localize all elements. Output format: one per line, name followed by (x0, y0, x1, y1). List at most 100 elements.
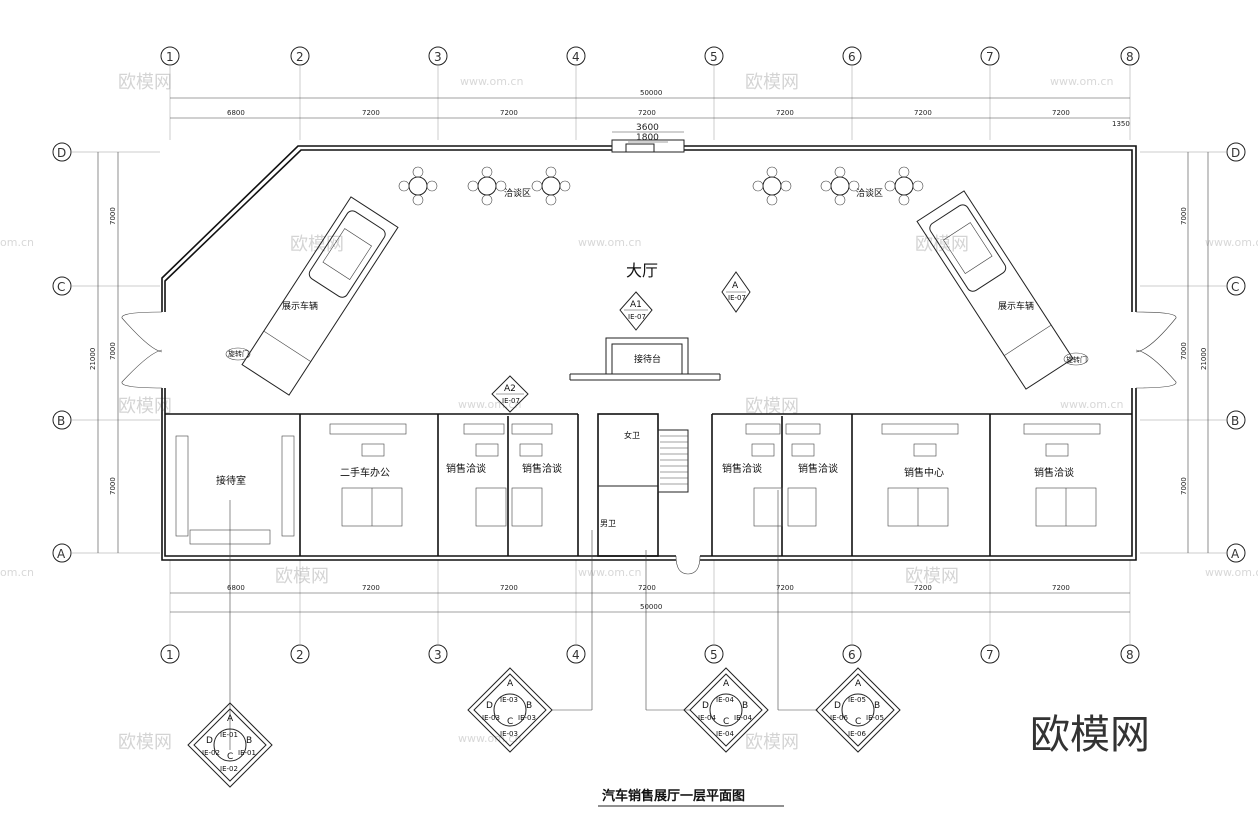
watermark-logo: 欧模网 (275, 566, 329, 587)
dim-text: 7200 (362, 584, 380, 592)
key-ref: IE-06 (830, 714, 848, 722)
axis-bubbles-left: D C B A (52, 142, 72, 563)
dimension-bottom: 6800 7200 7200 7200 7200 7200 7200 50000 (170, 584, 1130, 613)
watermark-layer: 欧模网 欧模网 www.om.cn www.om.cn 欧模网 欧模网 www.… (0, 72, 1258, 753)
section-marker-a2: A2 IE-07 (491, 375, 529, 413)
marker-ref: IE-07 (728, 294, 746, 302)
key-letter: A (723, 679, 730, 689)
dim-text: 1350 (1112, 120, 1130, 128)
axis-label: A (57, 547, 66, 561)
room-label-reception-room: 接待室 (216, 474, 246, 487)
axis-label: C (57, 280, 65, 294)
axis-bubble (842, 46, 862, 66)
axis-label: 6 (848, 648, 856, 662)
elevation-key-2: A B C D IE-03 IE-03 IE-03 IE-03 (467, 667, 553, 753)
axis-label: 1 (166, 50, 174, 64)
label-display-car-left: 展示车辆 (282, 300, 318, 312)
watermark-logo: 欧模网 (118, 732, 172, 753)
key-ref: IE-02 (202, 749, 220, 757)
axis-bubble (1120, 46, 1140, 66)
axis-label: 4 (572, 50, 580, 64)
axis-label: A (1231, 547, 1240, 561)
room-label-hall: 大厅 (626, 261, 658, 280)
marker-ref: IE-07 (502, 397, 520, 405)
room-label-sales-talk: 销售洽谈 (1034, 466, 1074, 479)
watermark-logo: 欧模网 (915, 234, 969, 255)
axis-bubble (842, 644, 862, 664)
watermark-url: www.om.cn (1205, 566, 1258, 579)
axis-bubbles-top: 1 2 3 4 5 6 7 8 (160, 46, 1140, 66)
watermark-logo: 欧模网 (118, 72, 172, 93)
watermark-url: om.cn (0, 236, 34, 249)
watermark-logo: 欧模网 (745, 72, 799, 93)
room-label-sales-center: 销售中心 (904, 466, 944, 479)
key-letter: C (723, 717, 729, 727)
brand-logo: 欧模网 (1030, 712, 1150, 758)
axis-label: 3 (434, 648, 442, 662)
key-ref: IE-03 (482, 714, 500, 722)
axis-label: B (1231, 414, 1239, 428)
dim-text: 7200 (776, 584, 794, 592)
dim-text: 7200 (500, 584, 518, 592)
axis-label: D (1231, 146, 1240, 160)
dim-text: 50000 (640, 89, 662, 97)
watermark-logo: 欧模网 (905, 566, 959, 587)
key-ref: IE-01 (220, 731, 238, 739)
key-ref: IE-05 (866, 714, 884, 722)
axis-label: 2 (296, 50, 304, 64)
reception-desk-drawing (569, 337, 721, 381)
elevation-key-3: A B C D IE-04 IE-04 IE-04 IE-04 (683, 667, 769, 753)
dim-text: 7200 (500, 109, 518, 117)
key-ref: IE-03 (500, 696, 518, 704)
key-letter: B (742, 701, 748, 711)
dim-text: 1800 (636, 133, 659, 143)
axis-bubble (566, 46, 586, 66)
key-ref: IE-03 (500, 730, 518, 738)
dim-text: 7200 (914, 109, 932, 117)
room-label-negotiation-right: 洽谈区 (856, 187, 883, 199)
axis-bubble (428, 644, 448, 664)
room-label-womens-wc: 女卫 (624, 430, 640, 440)
axis-bubble (428, 46, 448, 66)
axis-label: 3 (434, 50, 442, 64)
dim-text: 7000 (109, 342, 117, 360)
axis-label: 5 (710, 648, 718, 662)
dim-text: 6800 (227, 109, 245, 117)
marker-letter: A (732, 281, 739, 291)
key-letter: D (206, 736, 213, 746)
key-ref: IE-04 (716, 730, 734, 738)
room-label-used-car-office: 二手车办公 (340, 466, 390, 479)
axis-bubble (980, 644, 1000, 664)
watermark-url: www.om.cn (1050, 75, 1113, 88)
grid-lines (72, 66, 1226, 644)
axis-bubble (1120, 644, 1140, 664)
drawing-title: 汽车销售展厅一层平面图 (602, 788, 745, 804)
axis-label: B (57, 414, 65, 428)
axis-bubbles-right: D C B A (1226, 142, 1246, 563)
office-furniture (175, 423, 1101, 750)
axis-label: 8 (1126, 50, 1134, 64)
key-letter: B (526, 701, 532, 711)
key-letter: B (874, 701, 880, 711)
dim-text: 7200 (638, 584, 656, 592)
dim-text: 7000 (1180, 207, 1188, 225)
room-label-negotiation-left: 洽谈区 (504, 187, 531, 199)
key-ref: IE-03 (518, 714, 536, 722)
axis-label: 1 (166, 648, 174, 662)
axis-bubble (160, 644, 180, 664)
key-letter: C (227, 752, 233, 762)
watermark-url: www.om.cn (460, 75, 523, 88)
display-car-left (241, 196, 399, 396)
dim-text: 7000 (1180, 342, 1188, 360)
dim-text: 7200 (1052, 584, 1070, 592)
key-ref: IE-05 (848, 696, 866, 704)
key-letter: A (227, 714, 234, 724)
key-ref: IE-02 (220, 765, 238, 773)
axis-label: 7 (986, 50, 994, 64)
axis-bubble (704, 644, 724, 664)
label-revolving-door-right: 旋转门 (1066, 355, 1087, 364)
section-marker-a1: A1 IE-07 (619, 291, 653, 331)
label-reception-desk: 接待台 (634, 353, 661, 365)
key-letter: B (246, 736, 252, 746)
axis-bubble (290, 46, 310, 66)
